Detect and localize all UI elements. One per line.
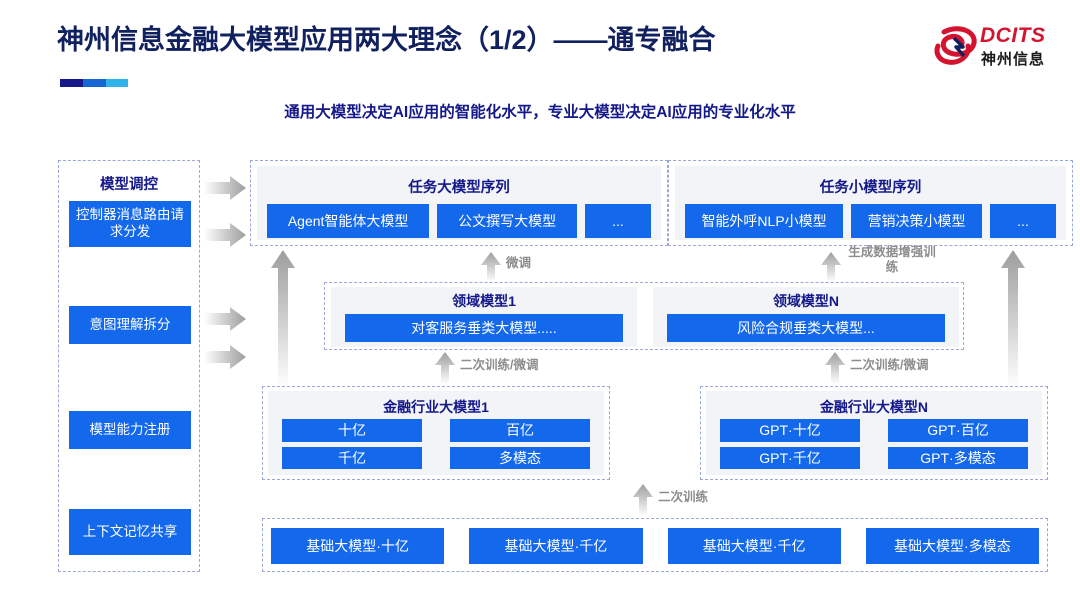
- task-small-model-title: 任务小模型序列: [819, 180, 922, 196]
- flow-arrow-right-3: [204, 307, 246, 331]
- task-big-model-inner: 任务大模型序列 Agent智能体大模型 公文撰写大模型 ...: [257, 166, 661, 240]
- logo-brand-en: DCITS: [980, 24, 1046, 47]
- page-subtitle: 通用大模型决定AI应用的智能化水平，专业大模型决定AI应用的专业化水平: [284, 104, 796, 121]
- base-model-item-1[interactable]: 基础大模型·十亿: [271, 528, 445, 564]
- finance-model-1-item-2[interactable]: 百亿: [450, 419, 590, 442]
- finance-model-n-item-2[interactable]: GPT·百亿: [888, 419, 1028, 442]
- logo-brand-cn: 神州信息: [981, 51, 1046, 68]
- accent-bar-segment-2: [83, 79, 106, 87]
- task-big-model-row: Agent智能体大模型 公文撰写大模型 ...: [267, 204, 651, 238]
- arrow-label-retrain-base: 二次训练: [658, 490, 709, 504]
- domain-model-1-title: 领域模型1: [452, 293, 516, 309]
- domain-model-n: 领域模型N 风险合规垂类大模型...: [653, 287, 959, 347]
- flow-arrow-up-retrain-right: [825, 352, 845, 384]
- flow-arrow-up-retrain-base: [633, 484, 653, 516]
- accent-bar-segment-1: [60, 79, 84, 87]
- finance-model-n-item-4[interactable]: GPT·多模态: [888, 446, 1028, 469]
- finance-model-n-inner: 金融行业大模型N GPT·十亿 GPT·百亿 GPT·千亿 GPT·多模态: [706, 391, 1042, 475]
- task-small-item-more[interactable]: ...: [990, 204, 1057, 238]
- task-big-item-writing[interactable]: 公文撰写大模型: [437, 204, 577, 238]
- arrow-label-retrain-left: 二次训练/微调: [460, 358, 539, 372]
- finance-model-n-item-1[interactable]: GPT·十亿: [720, 419, 860, 442]
- finance-model-n-title: 金融行业大模型N: [819, 399, 929, 415]
- arrow-label-finetune: 微调: [506, 256, 532, 270]
- base-model-item-4[interactable]: 基础大模型·多模态: [865, 528, 1039, 564]
- sidebar-item-intent-parsing[interactable]: 意图理解拆分: [69, 306, 191, 344]
- flow-arrow-up-finetune: [481, 252, 501, 282]
- finance-model-1-inner: 金融行业大模型1 十亿 百亿 千亿 多模态: [268, 391, 604, 475]
- model-control-panel: 模型调控 控制器消息路由请求分发 意图理解拆分 模型能力注册 上下文记忆共享: [58, 160, 200, 572]
- finance-model-1-title: 金融行业大模型1: [383, 399, 489, 415]
- finance-model-n-panel: 金融行业大模型N GPT·十亿 GPT·百亿 GPT·千亿 GPT·多模态: [700, 386, 1048, 480]
- finance-model-1-item-4[interactable]: 多模态: [450, 446, 590, 469]
- base-model-row: 基础大模型·十亿 基础大模型·千亿 基础大模型·千亿 基础大模型·多模态: [271, 528, 1039, 564]
- finance-model-n-item-3[interactable]: GPT·千亿: [720, 446, 860, 469]
- flow-arrow-right-2: [204, 223, 246, 247]
- task-big-model-panel: 任务大模型序列 Agent智能体大模型 公文撰写大模型 ...: [250, 160, 668, 246]
- model-control-title: 模型调控: [100, 177, 158, 193]
- dcits-swirl-icon: [934, 26, 977, 65]
- arrow-label-data-augment: 生成数据增强训练: [848, 245, 936, 274]
- flow-arrow-right-1: [204, 176, 246, 200]
- accent-bar: [60, 79, 128, 87]
- flow-arrow-up-tall-left: [271, 250, 295, 388]
- base-model-item-2[interactable]: 基础大模型·千亿: [469, 528, 643, 564]
- domain-model-n-item[interactable]: 风险合规垂类大模型...: [667, 314, 945, 342]
- accent-bar-segment-3: [105, 79, 128, 87]
- task-small-item-nlp[interactable]: 智能外呼NLP小模型: [685, 204, 844, 238]
- domain-model-n-title: 领域模型N: [772, 293, 840, 309]
- base-model-item-3[interactable]: 基础大模型·千亿: [667, 528, 841, 564]
- finance-model-n-grid: GPT·十亿 GPT·百亿 GPT·千亿 GPT·多模态: [720, 419, 1028, 469]
- domain-model-panel: 领域模型1 对客服务垂类大模型..... 领域模型N 风险合规垂类大模型...: [324, 282, 964, 350]
- flow-arrow-up-retrain-left: [435, 352, 455, 384]
- finance-model-1-item-3[interactable]: 千亿: [282, 446, 422, 469]
- domain-model-1: 领域模型1 对客服务垂类大模型.....: [331, 287, 637, 347]
- finance-model-1-grid: 十亿 百亿 千亿 多模态: [282, 419, 590, 469]
- arrow-label-retrain-right: 二次训练/微调: [850, 358, 929, 372]
- domain-model-1-item[interactable]: 对客服务垂类大模型.....: [345, 314, 623, 342]
- finance-model-1-item-1[interactable]: 十亿: [282, 419, 422, 442]
- sidebar-item-context-memory[interactable]: 上下文记忆共享: [69, 509, 191, 555]
- flow-arrow-right-4: [204, 345, 246, 369]
- task-small-model-inner: 任务小模型序列 智能外呼NLP小模型 营销决策小模型 ...: [675, 166, 1066, 240]
- task-big-item-agent[interactable]: Agent智能体大模型: [267, 204, 430, 238]
- task-big-item-more[interactable]: ...: [585, 204, 651, 238]
- finance-model-1-panel: 金融行业大模型1 十亿 百亿 千亿 多模态: [262, 386, 610, 480]
- flow-arrow-up-data-augment: [821, 252, 841, 282]
- page-title: 神州信息金融大模型应用两大理念（1/2）——通专融合: [57, 25, 716, 55]
- flow-arrow-up-tall-right: [1001, 250, 1025, 388]
- task-small-model-row: 智能外呼NLP小模型 营销决策小模型 ...: [685, 204, 1057, 238]
- sidebar-item-capability-registry[interactable]: 模型能力注册: [69, 411, 191, 449]
- brand-logo: DCITS 神州信息: [934, 22, 1062, 74]
- task-small-model-panel: 任务小模型序列 智能外呼NLP小模型 营销决策小模型 ...: [668, 160, 1073, 246]
- task-big-model-title: 任务大模型序列: [408, 180, 510, 196]
- task-small-item-marketing[interactable]: 营销决策小模型: [851, 204, 983, 238]
- base-model-panel: 基础大模型·十亿 基础大模型·千亿 基础大模型·千亿 基础大模型·多模态: [262, 518, 1048, 572]
- sidebar-item-controller-routing[interactable]: 控制器消息路由请求分发: [69, 201, 191, 247]
